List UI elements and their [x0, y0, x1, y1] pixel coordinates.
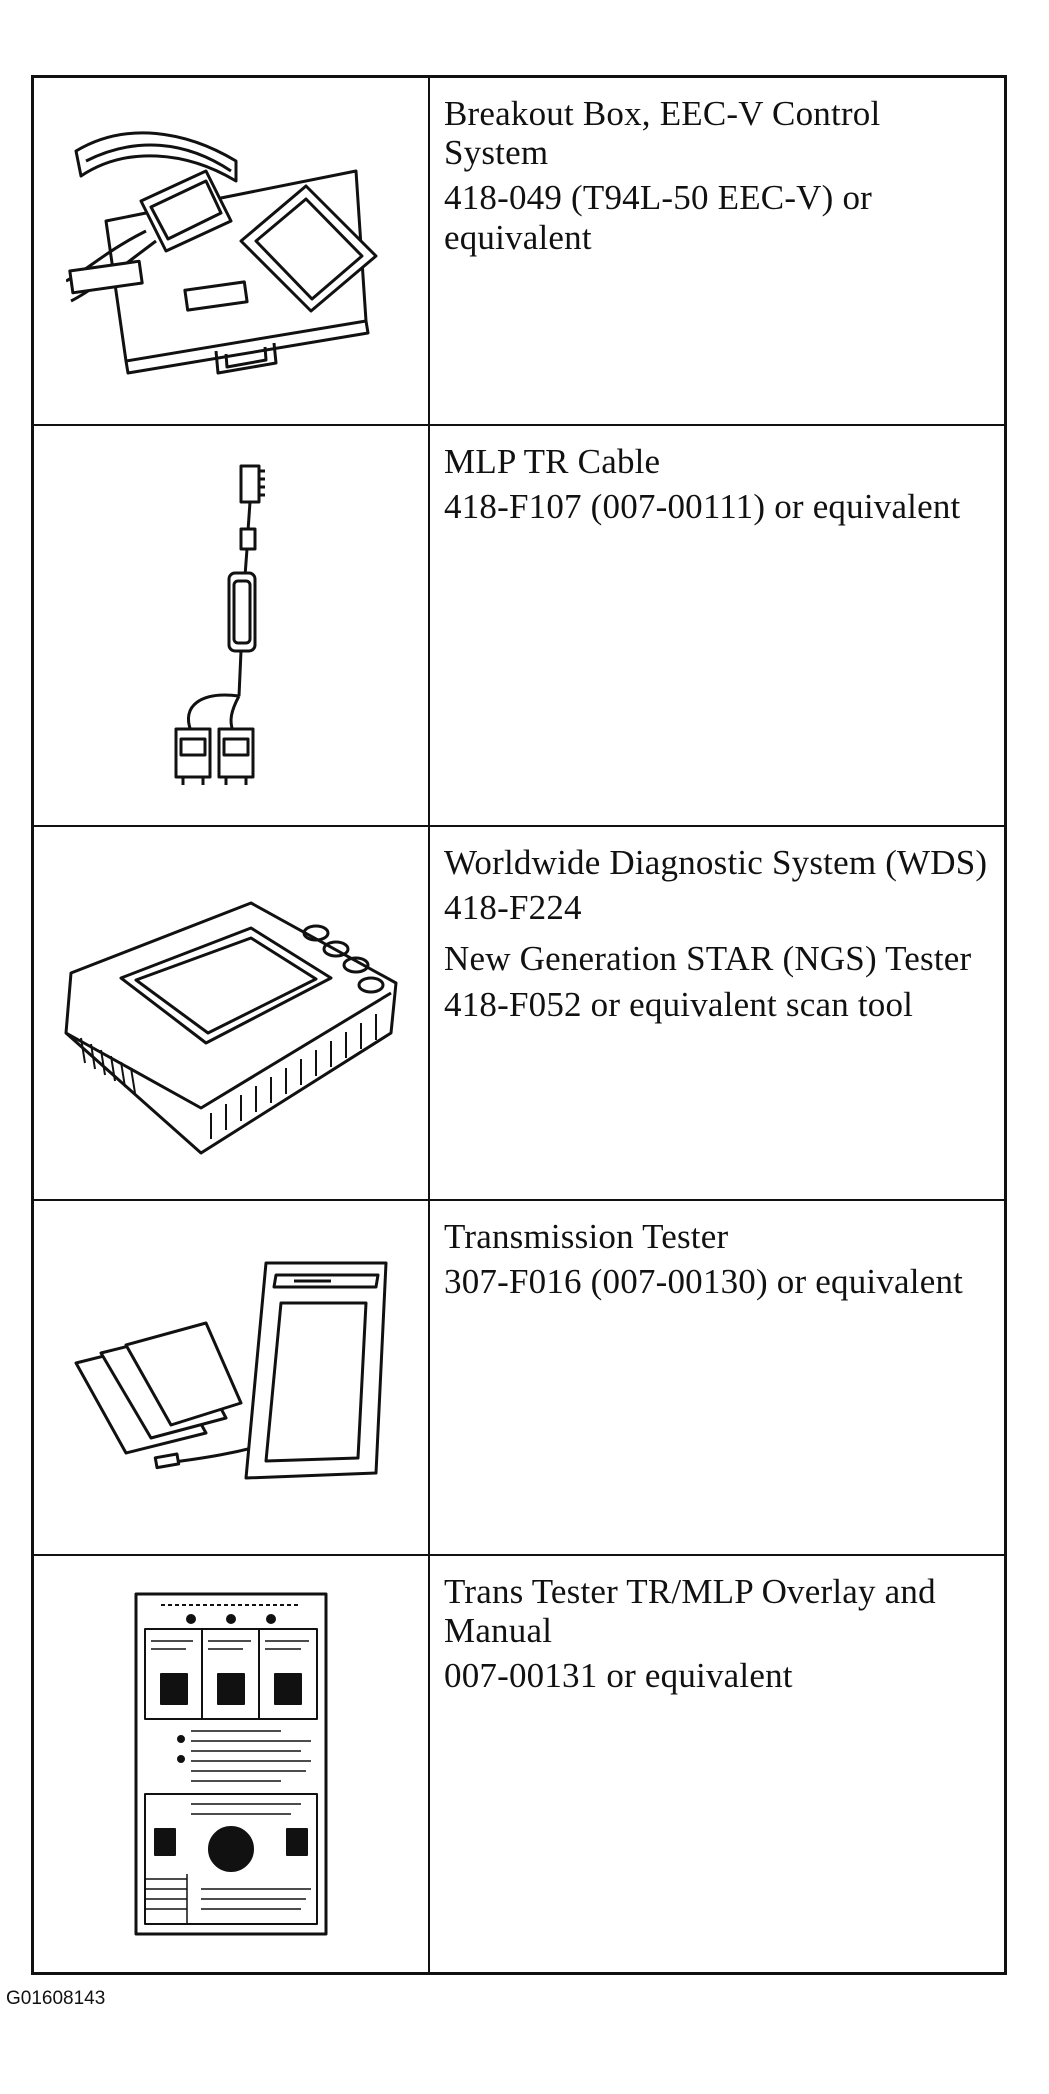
table-row: Breakout Box, EEC-V Control System 418-0… — [34, 78, 1004, 426]
tool-part-number: 418-F107 (007-00111) or equivalent — [444, 487, 961, 527]
tool-part-number: 307-F016 (007-00130) or equivalent — [444, 1262, 964, 1302]
tool-description: MLP TR Cable 418-F107 (007-00111) or equ… — [430, 426, 1004, 825]
tool-part-number: 418-049 (T94L-50 EEC-V) or equivalent — [444, 178, 873, 257]
tool-description: Worldwide Diagnostic System (WDS) 418-F2… — [430, 827, 1004, 1199]
breakout-box-illustration — [34, 78, 430, 424]
tool-name: Trans Tester TR/MLP Overlay and Manual — [444, 1572, 936, 1651]
tool-name: MLP TR Cable — [444, 442, 661, 481]
table-row: Transmission Tester 307-F016 (007-00130)… — [34, 1201, 1004, 1556]
overlay-manual-illustration — [34, 1556, 430, 1972]
table-row: Worldwide Diagnostic System (WDS) 418-F2… — [34, 827, 1004, 1201]
tool-description: Transmission Tester 307-F016 (007-00130)… — [430, 1201, 1004, 1554]
tool-part-number: 418-F224 — [444, 888, 582, 928]
wds-tester-illustration — [34, 827, 430, 1199]
special-tools-table: Breakout Box, EEC-V Control System 418-0… — [31, 75, 1007, 1975]
figure-caption: G01608143 — [6, 1988, 106, 2009]
mlp-tr-cable-illustration — [34, 426, 430, 825]
tool-description: Trans Tester TR/MLP Overlay and Manual 0… — [430, 1556, 1004, 1972]
table-row: Trans Tester TR/MLP Overlay and Manual 0… — [34, 1556, 1004, 1972]
table-row: MLP TR Cable 418-F107 (007-00111) or equ… — [34, 426, 1004, 827]
tool-description: Breakout Box, EEC-V Control System 418-0… — [430, 78, 1004, 424]
tool-part-number: 007-00131 or equivalent — [444, 1656, 793, 1696]
transmission-tester-illustration — [34, 1201, 430, 1554]
tool-name: New Generation STAR (NGS) Tester — [444, 939, 972, 979]
tool-name: Breakout Box, EEC-V Control System — [444, 94, 881, 173]
tool-part-number: 418-F052 or equivalent scan tool — [444, 984, 914, 1024]
tool-name: Worldwide Diagnostic System (WDS) — [444, 843, 988, 882]
tool-name: Transmission Tester — [444, 1217, 729, 1256]
